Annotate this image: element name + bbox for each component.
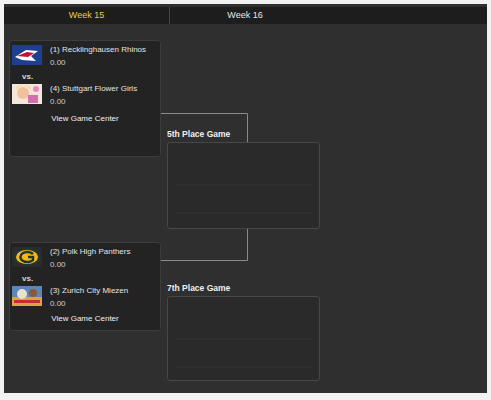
game-title: 5th Place Game — [167, 129, 230, 139]
team-name: (2) Polk High Panthers — [50, 247, 130, 257]
team-name: (3) Zurich City Miezen — [50, 286, 128, 296]
game-title: 7th Place Game — [167, 283, 230, 293]
team-score: 0.00 — [50, 97, 66, 107]
team-score: 0.00 — [50, 260, 66, 270]
team-name: (4) Stuttgart Flower Girls — [50, 84, 137, 94]
team-logo — [12, 247, 42, 267]
box-border — [167, 142, 320, 229]
bracket-connector — [161, 114, 248, 143]
game-center-link: View Game Center — [9, 314, 161, 324]
consolation-game-box: 5th Place Game — [167, 128, 320, 229]
matchup-fill — [9, 242, 161, 331]
team-name: (1) Recklinghausen Rhinos — [50, 45, 146, 55]
panel — [4, 4, 487, 393]
consolation-game-box: 7th Place Game — [167, 282, 320, 381]
header-bar — [4, 7, 487, 24]
team-logo — [12, 45, 42, 65]
matchup-box: (2) Polk High Panthers 0.00 vs. (3) Zurich … — [9, 242, 161, 331]
team-score: 0.00 — [50, 58, 66, 68]
team-logo — [12, 286, 42, 306]
week-header: Week 16 — [170, 9, 320, 21]
week-header: Week 15 — [4, 9, 169, 21]
bracket-connector — [161, 229, 248, 261]
header-divider — [169, 7, 170, 24]
box-border — [9, 40, 161, 157]
versus-label: vs. — [22, 274, 33, 284]
versus-label: vs. — [22, 72, 33, 82]
team-score: 0.00 — [50, 299, 66, 309]
game-center-link: View Game Center — [9, 114, 161, 124]
matchup-fill — [9, 40, 161, 157]
box-border — [167, 296, 320, 381]
team-logo — [12, 84, 42, 104]
game-fill — [167, 142, 320, 229]
matchup-box: (1) Recklinghausen Rhinos 0.00 vs. (4) Stut… — [9, 40, 161, 157]
game-fill — [167, 296, 320, 381]
